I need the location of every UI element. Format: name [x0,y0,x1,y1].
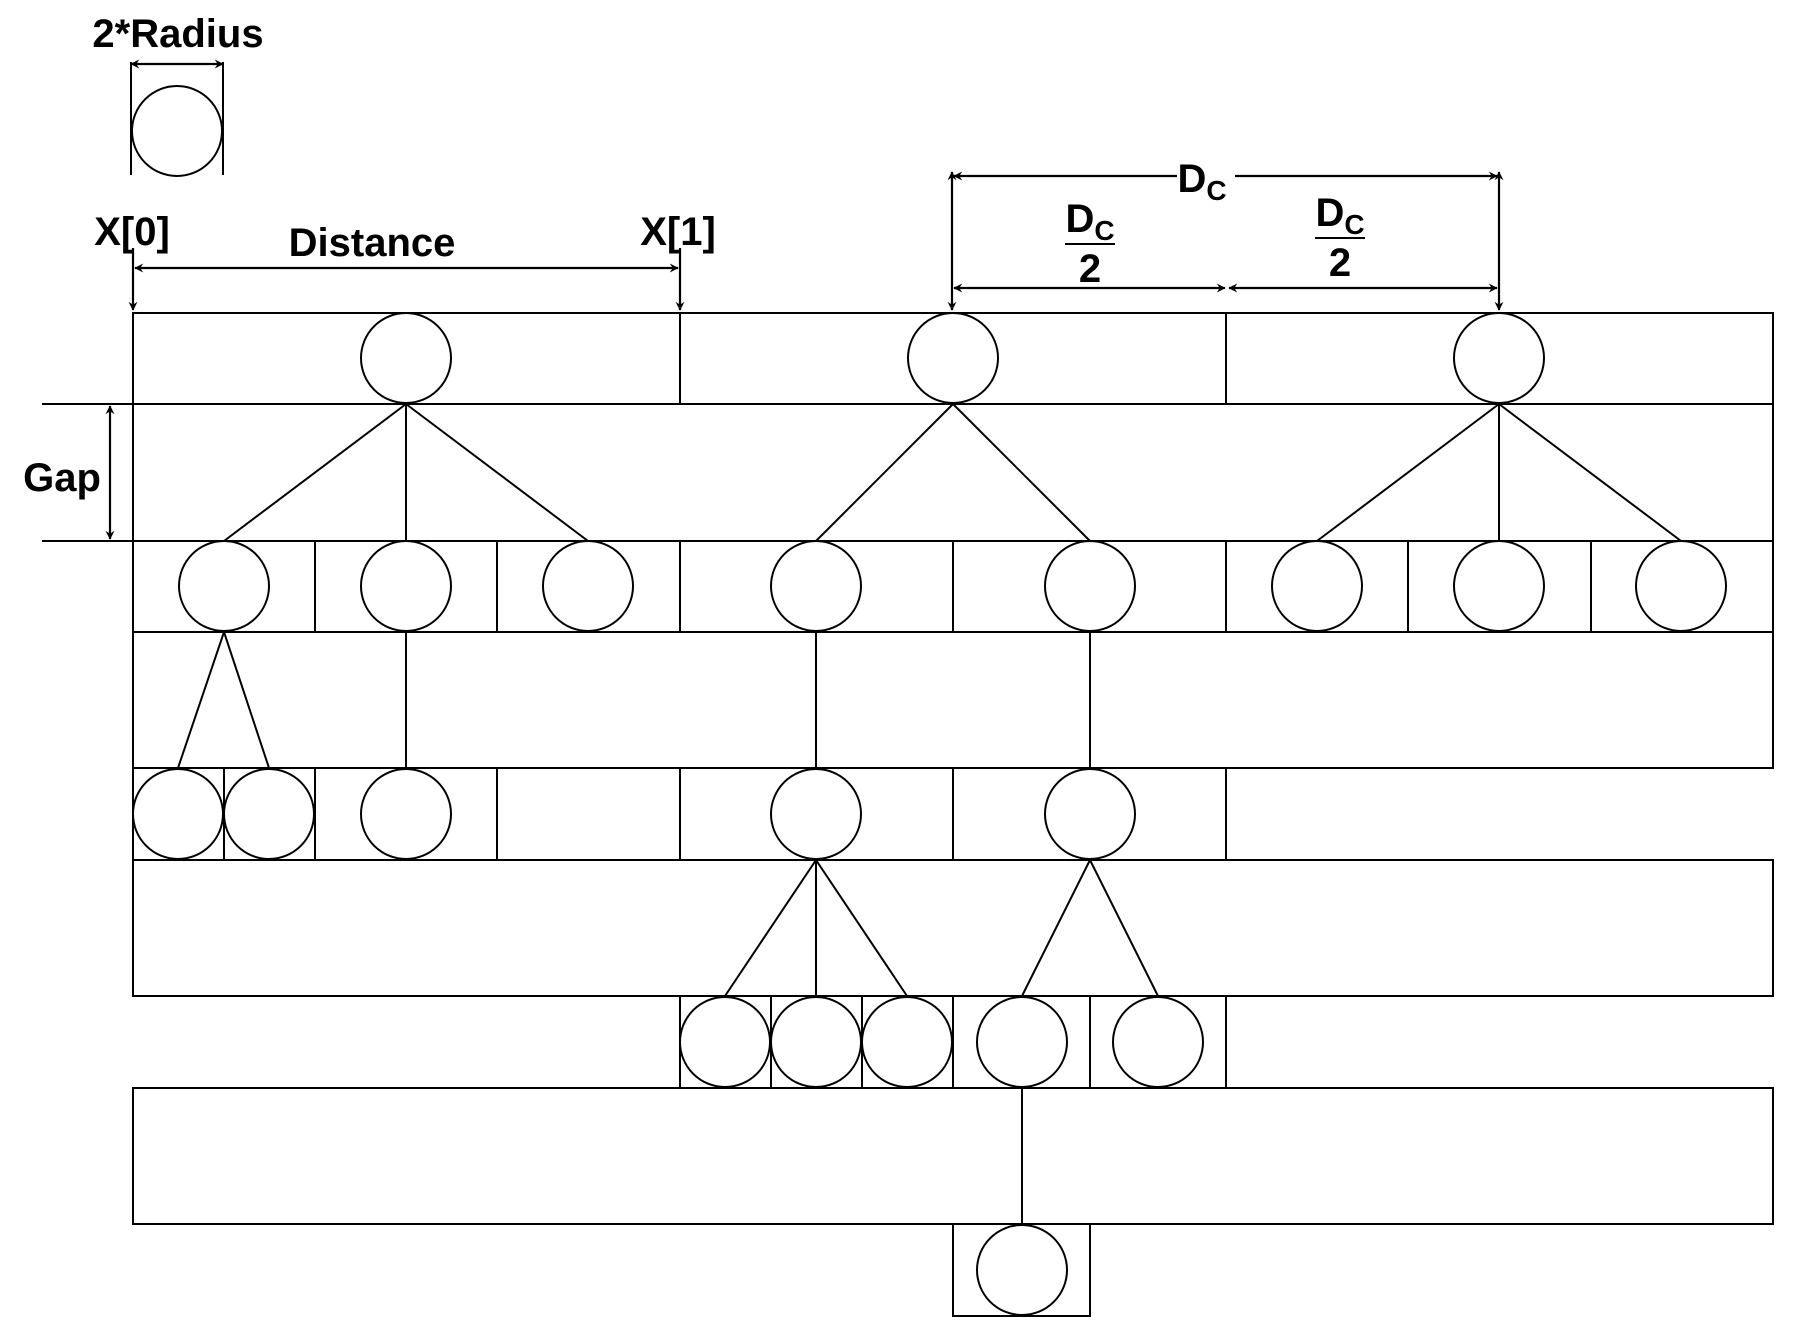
half-dc-right-label: DC 2 [1315,191,1365,285]
tree-node [1453,312,1545,404]
gap-band-4 [132,1087,1774,1225]
tree-edge [815,403,954,542]
tree-node [976,1224,1068,1316]
distance-label: Distance [289,221,456,265]
tree-node [178,540,270,632]
tree-node [1044,540,1136,632]
tree-node [770,768,862,860]
radius-legend: 2*Radius [92,12,264,177]
tree-edge [724,859,817,997]
tree-node [770,540,862,632]
tree-node [223,768,315,860]
tree-edge [1021,859,1091,997]
gap-band-2 [132,631,1774,769]
dc-annotation: DC DC 2 DC 2 [947,157,1504,311]
tree-node [1112,996,1204,1088]
tree-node [907,312,999,404]
level-2-cell [496,767,681,861]
tree-node [1635,540,1727,632]
radius-label: 2*Radius [92,12,263,56]
tree-node [976,996,1068,1088]
tree-edge [1316,403,1500,542]
tree-node [542,540,634,632]
tree-node [861,996,953,1088]
tree-node [1044,768,1136,860]
tree-edge [223,631,270,769]
tree-edge [223,403,407,542]
tree-edge [177,631,225,769]
radius-sample-node [131,85,223,177]
tree-node [132,768,224,860]
x0-label: X[0] [94,210,170,254]
tree-edges [177,403,1682,1224]
svg-text:DC: DC [1315,191,1364,240]
tree-edge [1089,859,1159,997]
svg-text:2: 2 [1329,241,1351,285]
gap-annotation: Gap [23,403,133,542]
svg-text:DC: DC [1065,197,1114,246]
tree-node [679,996,771,1088]
tree-edge [405,403,589,542]
distance-annotation: X[0] X[1] Distance [94,210,716,311]
tree-node [360,312,452,404]
tree-edge [815,859,908,997]
gap-label: Gap [23,456,101,500]
tree-edge [1498,403,1682,542]
tree-nodes [132,312,1727,1316]
svg-text:2: 2 [1079,247,1101,291]
tree-node [1271,540,1363,632]
tree-node [360,540,452,632]
tree-edge [952,403,1091,542]
tree-node [770,996,862,1088]
tree-node [360,768,452,860]
gap-band-3 [132,859,1774,997]
half-dc-left-label: DC 2 [1065,197,1115,291]
dc-top-label: DC [1177,157,1226,206]
x1-label: X[1] [640,210,716,254]
tree-node [1453,540,1545,632]
